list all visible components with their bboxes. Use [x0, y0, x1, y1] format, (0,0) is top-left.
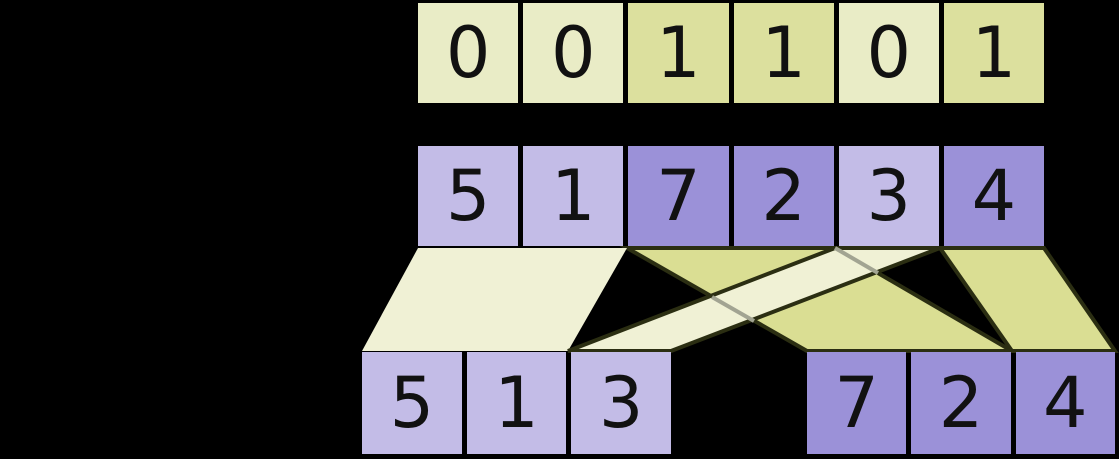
- value-cell-4: 2: [733, 146, 834, 246]
- flag-cell-5: 0: [838, 3, 939, 103]
- value-cell-6: 4: [943, 146, 1045, 246]
- output-right-cell-3: 4: [1015, 352, 1115, 454]
- flag-cell-4: 1: [733, 3, 834, 103]
- flag-cell-1: 0: [418, 3, 519, 103]
- funnel-ones-band: [619, 246, 1020, 353]
- band-edge-overlap-line: [711, 295, 755, 323]
- funnel-zeros-cross-band: [567, 246, 941, 353]
- values-row: 5 1 7 2 3 4: [418, 146, 1045, 246]
- output-left-cell-2: 1: [466, 352, 567, 454]
- funnel-ones-right-band: [936, 246, 1119, 353]
- output-left-row: 5 1 3: [362, 352, 672, 454]
- output-right-cell-2: 2: [911, 352, 1011, 454]
- value-cell-1: 5: [418, 146, 519, 246]
- flag-cell-3: 1: [628, 3, 729, 103]
- value-cell-2: 1: [523, 146, 624, 246]
- funnel-zeros-band: [362, 248, 627, 351]
- output-right-cell-1: 7: [807, 352, 907, 454]
- flag-cell-6: 1: [943, 3, 1045, 103]
- output-right-row: 7 2 4: [807, 352, 1115, 454]
- flags-row: 0 0 1 1 0 1: [418, 3, 1045, 103]
- value-cell-3: 7: [628, 146, 729, 246]
- output-left-cell-1: 5: [362, 352, 462, 454]
- output-left-cell-3: 3: [571, 352, 672, 454]
- flag-cell-2: 0: [523, 3, 624, 103]
- value-cell-5: 3: [838, 146, 939, 246]
- band-edge-overlap-line: [833, 246, 880, 275]
